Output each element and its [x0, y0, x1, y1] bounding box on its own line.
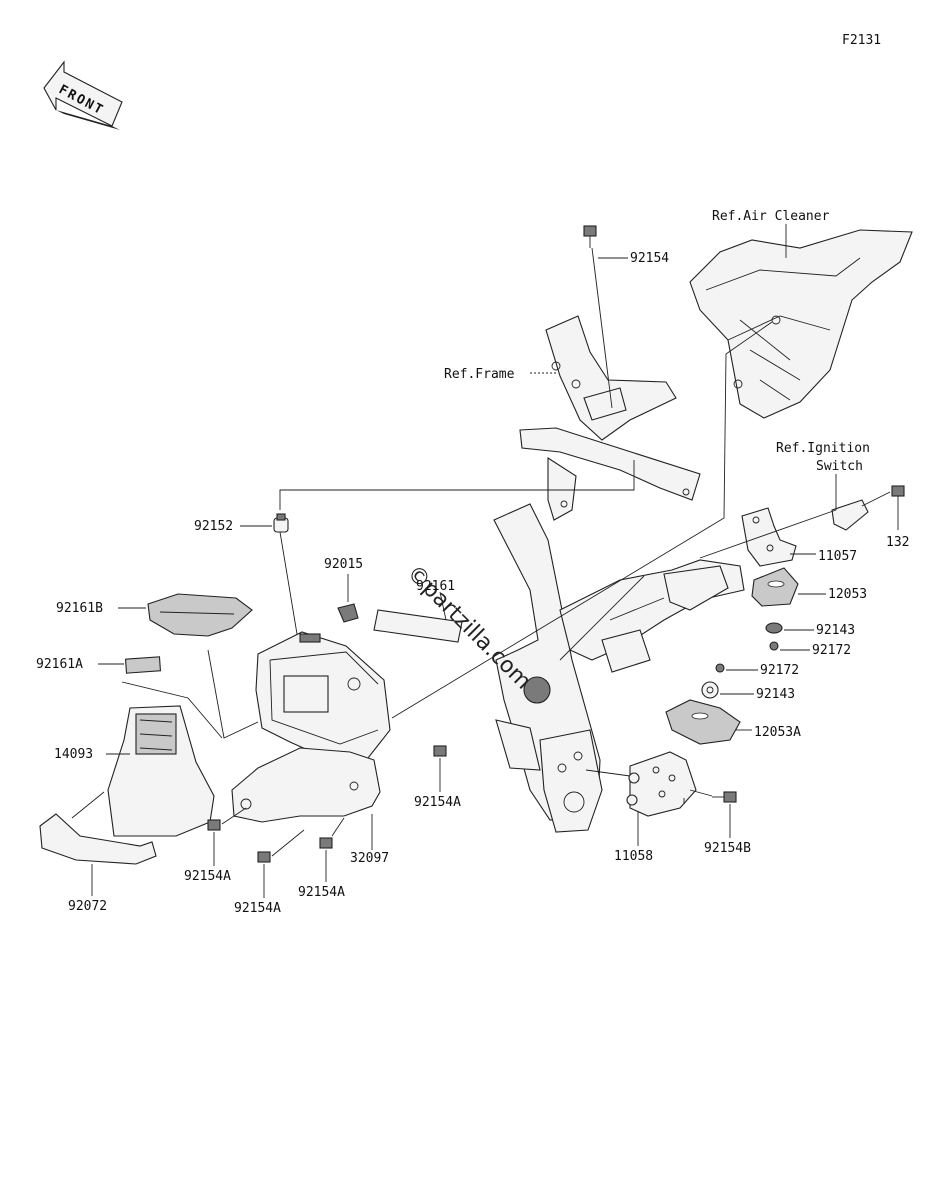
- bolt-92154A-3-icon: [319, 837, 333, 849]
- callout-92015: 92015: [324, 557, 363, 572]
- bolt-92154A-1-icon: [207, 819, 221, 831]
- callout-92072: 92072: [68, 899, 107, 914]
- strap-92072: [39, 813, 157, 865]
- callout-12053A: 12053A: [754, 725, 801, 740]
- callout-92161: 92161: [416, 579, 455, 594]
- rubber-12053: [751, 567, 799, 607]
- callout-92154: 92154: [630, 251, 669, 266]
- front-arrow-icon: FRONT: [43, 60, 123, 130]
- callout-11058: 11058: [614, 849, 653, 864]
- callout-92172-2: 92172: [760, 663, 799, 678]
- grommet-92152-icon: [273, 513, 289, 533]
- callout-92143-1: 92143: [816, 623, 855, 638]
- callout-92154A-4: 92154A: [414, 795, 461, 810]
- battery-case: [255, 631, 391, 761]
- callout-92154A-1: 92154A: [184, 869, 231, 884]
- callout-92161A: 92161A: [36, 657, 83, 672]
- ref-ignition-line2: Switch: [816, 459, 863, 474]
- bolt-92154-icon: [583, 225, 597, 248]
- clip-92015-icon: [337, 603, 359, 623]
- air-cleaner-housing: [689, 229, 913, 419]
- callout-92143-2: 92143: [756, 687, 795, 702]
- callout-92172-1: 92172: [812, 643, 851, 658]
- callout-92154B: 92154B: [704, 841, 751, 856]
- bracket-32097: [231, 747, 381, 823]
- label-sheet-92161: [373, 609, 463, 643]
- bolt-92154A-4-icon: [433, 745, 447, 757]
- callout-132: 132: [886, 535, 909, 550]
- callout-11057: 11057: [818, 549, 857, 564]
- washer-92172-1-icon: [769, 641, 779, 651]
- pad-92161A: [124, 656, 162, 674]
- holder-14093: [107, 705, 215, 837]
- ref-air-cleaner: Ref.Air Cleaner: [712, 209, 830, 224]
- collar-92143-1-icon: [765, 622, 783, 634]
- washer-92172-2-icon: [715, 663, 725, 673]
- rubber-12053A: [665, 699, 741, 745]
- figure-code: F2131: [842, 33, 881, 48]
- callout-92161B: 92161B: [56, 601, 103, 616]
- frame-structure: [493, 315, 745, 833]
- cover-92161B: [147, 593, 253, 637]
- callout-92154A-2: 92154A: [234, 901, 281, 916]
- screw-132-icon: [891, 485, 905, 504]
- bolt-92154A-2-icon: [257, 851, 271, 863]
- callout-14093: 14093: [54, 747, 93, 762]
- ref-frame: Ref.Frame: [444, 367, 515, 382]
- collar-92143-2-icon: [701, 681, 719, 699]
- callout-32097: 32097: [350, 851, 389, 866]
- ref-ignition-line1: Ref.Ignition: [776, 441, 870, 456]
- bolt-92154B-icon: [712, 791, 737, 803]
- bracket-11058: [626, 751, 697, 817]
- callout-92154A-3: 92154A: [298, 885, 345, 900]
- callout-12053: 12053: [828, 587, 867, 602]
- bracket-11057: [741, 507, 797, 567]
- callout-92152: 92152: [194, 519, 233, 534]
- ignition-switch-bracket: [831, 499, 869, 531]
